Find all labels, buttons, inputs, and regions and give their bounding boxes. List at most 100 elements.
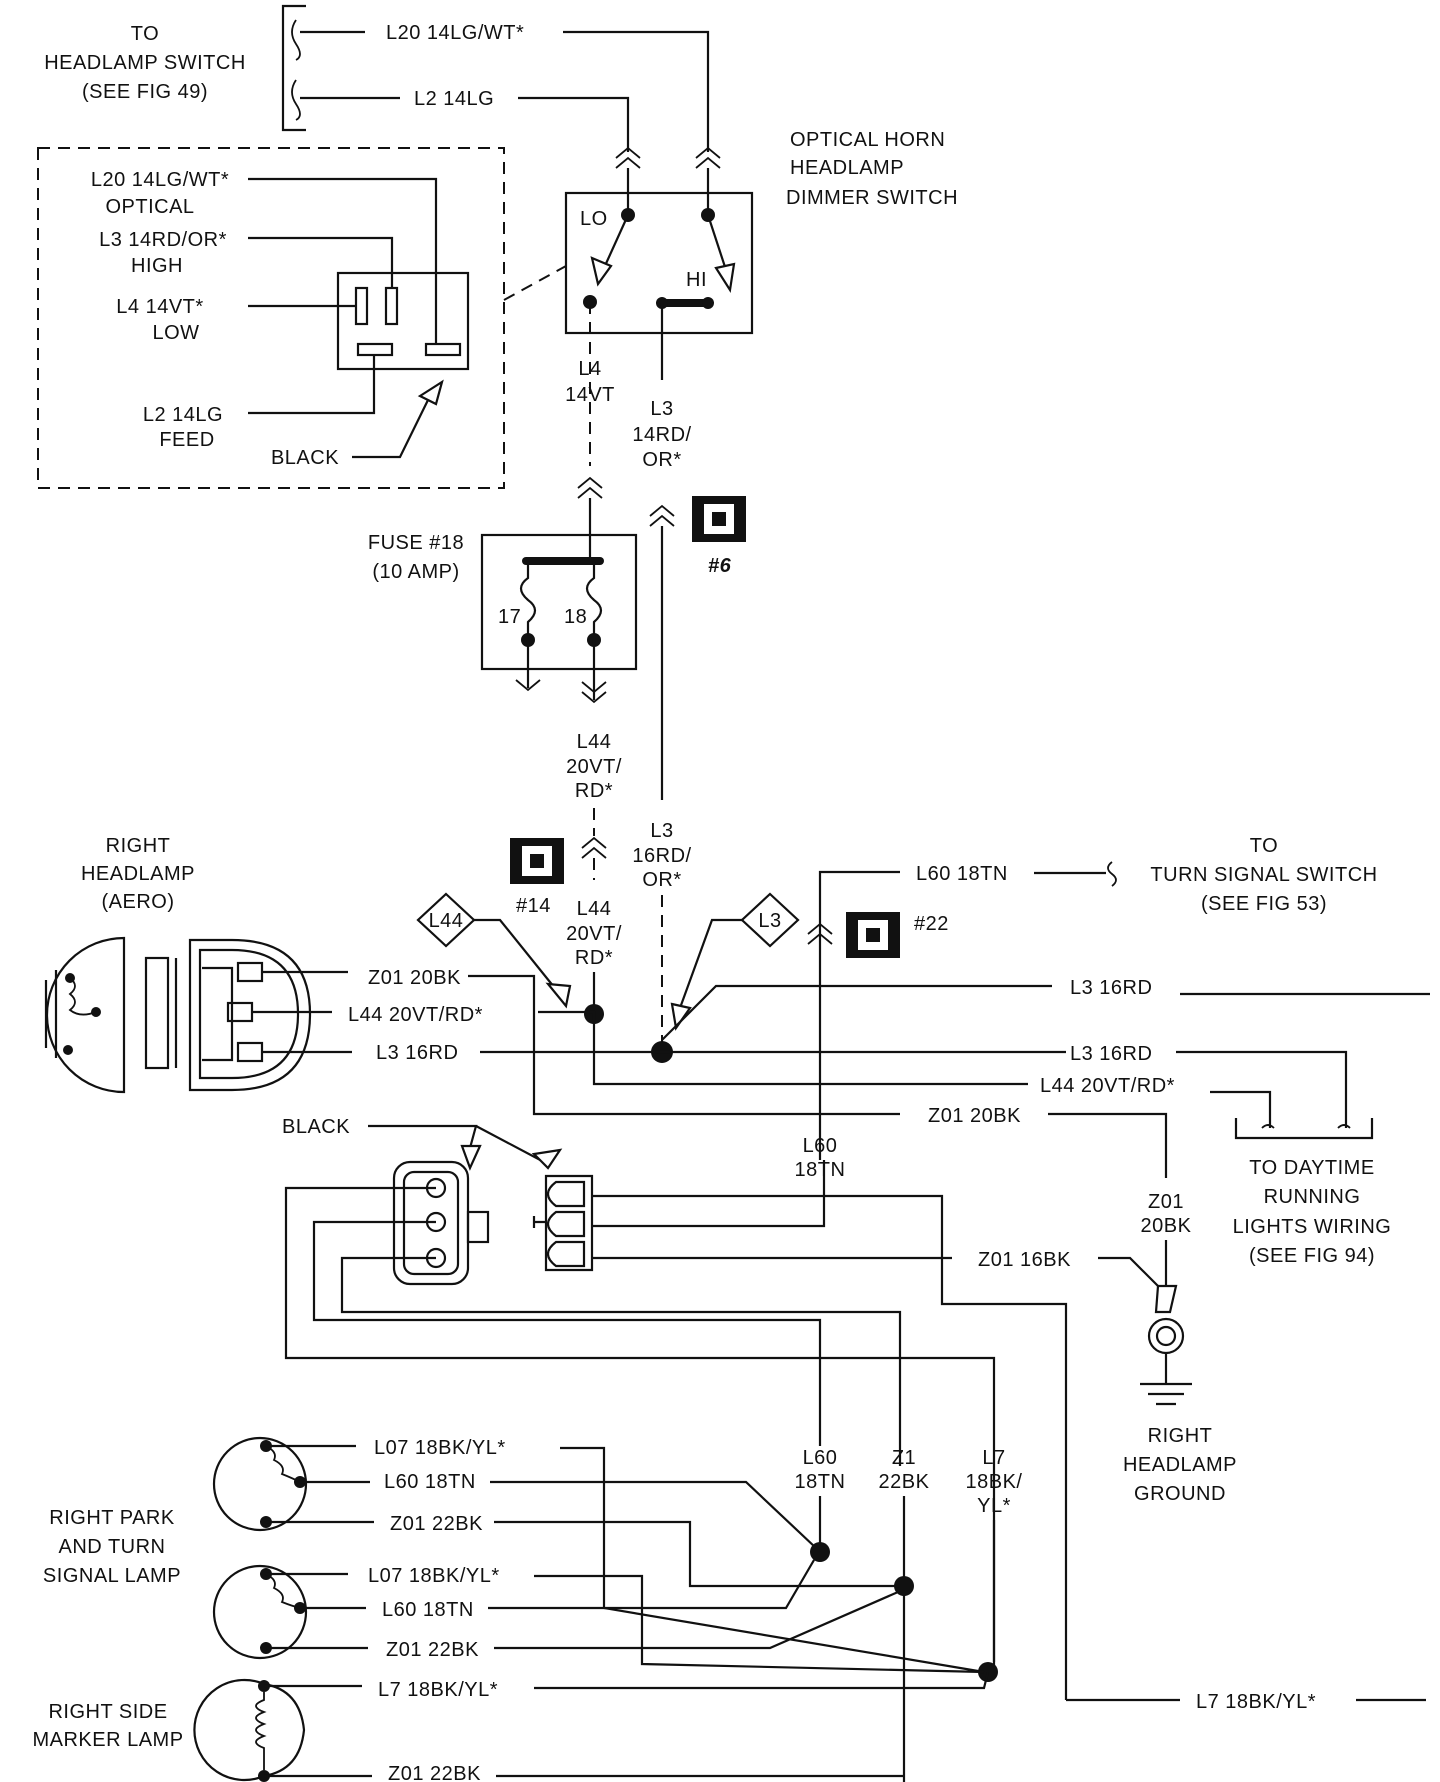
wire-break-1 <box>291 19 301 61</box>
drl-label-4: (SEE FIG 94) <box>1249 1245 1375 1267</box>
lo-label: LO <box>580 208 608 230</box>
side-marker-l7: L7 18BK/YL* <box>378 1679 498 1701</box>
ground-label-3: GROUND <box>1134 1483 1226 1505</box>
headlamp-l3-label: L3 16RD <box>376 1042 458 1064</box>
headlamp-connector <box>188 938 312 1092</box>
lower-bus: L60 18TN Z1 22BK L7 18BK/ YL* <box>795 1447 1023 1782</box>
dimmer-label-1: OPTICAL HORN <box>790 129 945 151</box>
drl-l44: L44 20VT/RD* <box>1040 1075 1175 1097</box>
wire-break-2 <box>291 79 301 121</box>
connector-badge-14: #14 <box>510 838 564 917</box>
ground-z01-2: 20BK <box>1141 1215 1192 1237</box>
drl-label-2: RUNNING <box>1264 1186 1361 1208</box>
badge-22-label: #22 <box>914 913 949 935</box>
side-marker-label-1: RIGHT SIDE <box>48 1701 167 1723</box>
l3-mid-label-3: OR* <box>642 869 681 891</box>
bus-l60-1: L60 <box>803 1447 838 1469</box>
drl-label-3: LIGHTS WIRING <box>1233 1216 1392 1238</box>
mid-connectors: BLACK L60 18TN <box>282 1116 1068 1700</box>
bus-z1-1: Z1 <box>892 1447 916 1469</box>
l44-lower-label-2: 20VT/ <box>566 923 622 945</box>
l60-turn-label: L60 18TN <box>916 863 1008 885</box>
headlamp-ground: Z01 20BK Z01 16BK RIGHT HEADLAMP GROUND <box>978 1191 1237 1505</box>
callout-l20: L20 14LG/WT* <box>91 169 229 191</box>
ground-label-2: HEADLAMP <box>1123 1454 1237 1476</box>
badge-6-label: #6 <box>708 555 732 577</box>
drl-label-1: TO DAYTIME <box>1249 1157 1374 1179</box>
headlamp-label-2: HEADLAMP <box>81 863 195 885</box>
ground-z01-16: Z01 16BK <box>978 1249 1071 1271</box>
l2-wire-label: L2 14LG <box>414 88 494 110</box>
bus-l7-3: YL* <box>977 1495 1011 1517</box>
bus-l7-2: 18BK/ <box>966 1471 1023 1493</box>
side-marker-label-2: MARKER LAMP <box>32 1729 183 1751</box>
headlamp-label-1: RIGHT <box>106 835 171 857</box>
park-b-l07: L07 18BK/YL* <box>368 1565 500 1587</box>
top-wires: L20 14LG/WT* L2 14LG <box>300 22 721 169</box>
l7-bottom-label: L7 18BK/YL* <box>1196 1691 1316 1713</box>
l4-l3-wires: L4 14VT L3 14RD/ OR* <box>565 302 691 800</box>
fuse-pin-18: 18 <box>564 606 587 628</box>
callout-l3-sub: HIGH <box>131 255 183 277</box>
mid-black-label: BLACK <box>282 1116 350 1138</box>
park-lamp-label-1: RIGHT PARK <box>49 1507 175 1529</box>
connector-badge-6: #6 <box>692 496 746 577</box>
badge-14-label: #14 <box>516 895 551 917</box>
headlamp-switch-label-1: TO <box>131 23 159 45</box>
side-marker-z01: Z01 22BK <box>388 1763 481 1782</box>
drl-l3-b: L3 16RD <box>1070 1043 1152 1065</box>
drl-l3-a: L3 16RD <box>1070 977 1152 999</box>
l44-wire: L44 20VT/ RD* L44 20VT/ RD* L3 16RD/ OR* <box>566 731 691 1063</box>
l7-bottom: L7 18BK/YL* <box>1066 1691 1426 1713</box>
connector-chevron <box>615 146 641 169</box>
turn-signal-label-1: TO <box>1250 835 1278 857</box>
bus-l7-1: L7 <box>982 1447 1005 1469</box>
turn-signal-label-2: TURN SIGNAL SWITCH <box>1150 864 1377 886</box>
fuse-box <box>480 533 638 671</box>
park-a-l07: L07 18BK/YL* <box>374 1437 506 1459</box>
headlamp-z01-label: Z01 20BK <box>368 967 461 989</box>
fuse-label-1: FUSE #18 <box>368 532 464 554</box>
l3-top-label-3: OR* <box>642 449 681 471</box>
bus-z1-2: 22BK <box>879 1471 930 1493</box>
l44-lower-label-1: L44 <box>577 898 612 920</box>
l3-top-label-1: L3 <box>650 398 673 420</box>
l44-lower-label-3: RD* <box>575 947 613 969</box>
hi-label: HI <box>686 269 707 291</box>
connector-chevron <box>695 146 721 169</box>
headlamp-label-3: (AERO) <box>102 891 175 913</box>
side-marker-lamp: RIGHT SIDE MARKER LAMP L7 18BK/YL* Z01 2… <box>32 1671 990 1782</box>
dimmer-switch-box <box>564 191 754 335</box>
park-lamp-label-2: AND TURN <box>59 1536 166 1558</box>
l44-upper-label-1: L44 <box>577 731 612 753</box>
l4-label-2: 14VT <box>565 384 615 406</box>
ground-label-1: RIGHT <box>1148 1425 1213 1447</box>
dimmer-switch: LO HI OPTICAL HORN HEADLAMP DIMMER SWITC… <box>564 129 958 335</box>
callout-l20-sub: OPTICAL <box>105 196 194 218</box>
fuse-pin-17: 17 <box>498 606 521 628</box>
l3-mid-label-2: 16RD/ <box>632 845 691 867</box>
park-turn-lamp: RIGHT PARK AND TURN SIGNAL LAMP L07 18BK… <box>43 1436 985 1674</box>
female-connector <box>544 1174 594 1272</box>
diamond-l44: L44 <box>429 910 464 932</box>
right-headlamp: RIGHT HEADLAMP (AERO) Z01 20BK L44 20VT/… <box>44 835 1066 1116</box>
drl-z01: Z01 20BK <box>928 1105 1021 1127</box>
connector-body <box>336 271 470 371</box>
park-lamp-label-3: SIGNAL LAMP <box>43 1565 181 1587</box>
callout-l3: L3 14RD/OR* <box>99 229 227 251</box>
ground-z01-1: Z01 <box>1148 1191 1184 1213</box>
fuse-18: FUSE #18 (10 AMP) 17 18 <box>368 532 638 704</box>
l60-mid-label-2: 18TN <box>795 1159 846 1181</box>
l3-mid-label-1: L3 <box>650 820 673 842</box>
l3-top-label-2: 14RD/ <box>632 424 691 446</box>
headlamp-switch-label-2: HEADLAMP SWITCH <box>44 52 246 74</box>
park-lamp-upper <box>212 1436 308 1532</box>
callout-l2-sub: FEED <box>159 429 214 451</box>
drl-wiring: L3 16RD L3 16RD L44 20VT/RD* Z01 20BK TO… <box>661 977 1430 1267</box>
dimmer-label-2: HEADLAMP <box>790 157 904 179</box>
headlamp-switch-label-3: (SEE FIG 49) <box>82 81 208 103</box>
park-a-z01: Z01 22BK <box>390 1513 483 1535</box>
l44-upper-label-3: RD* <box>575 780 613 802</box>
park-b-z01: Z01 22BK <box>386 1639 479 1661</box>
callout-diamonds: L44 L3 <box>416 892 800 1031</box>
